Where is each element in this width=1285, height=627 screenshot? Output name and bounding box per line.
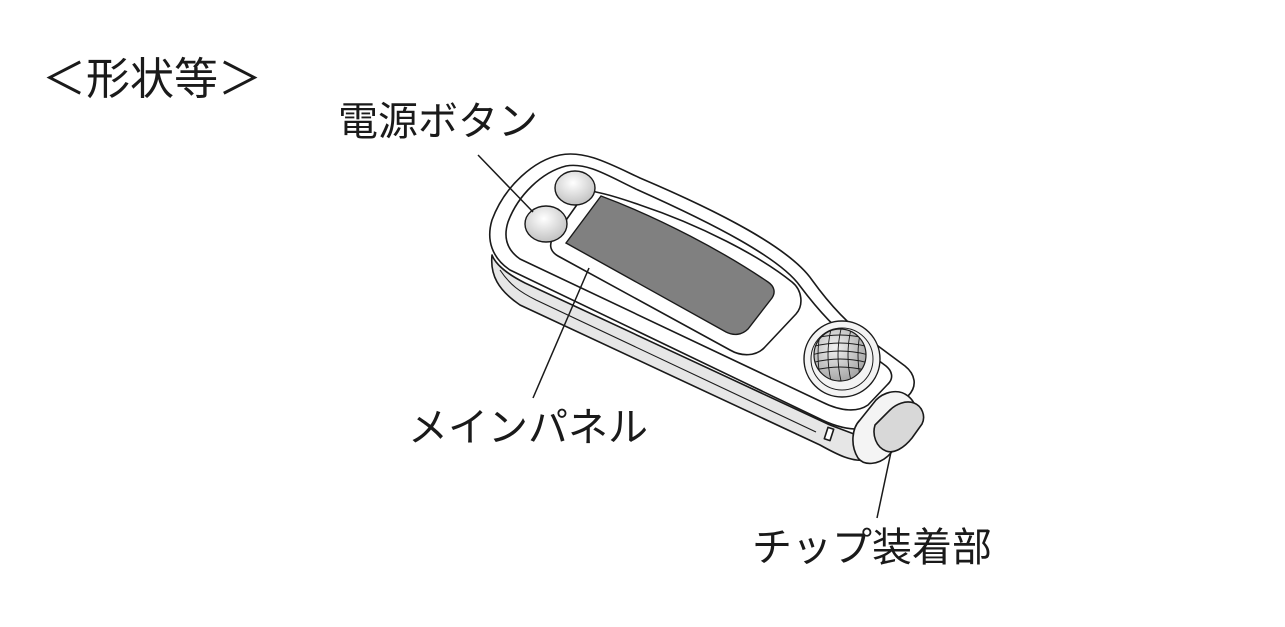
secondary-button-icon bbox=[554, 170, 596, 206]
display-screen bbox=[564, 195, 775, 336]
section-title: ＜形状等＞ bbox=[42, 54, 262, 105]
main-panel-callout: メインパネル bbox=[408, 405, 648, 451]
main-panel-leader bbox=[532, 267, 590, 399]
power-button-leader bbox=[477, 154, 534, 213]
tip-mount-leader bbox=[876, 451, 892, 519]
tip-nose-inner bbox=[873, 401, 925, 453]
device-bezel bbox=[505, 164, 893, 411]
side-slot bbox=[823, 426, 835, 442]
sensor-dial-icon bbox=[803, 320, 881, 398]
device-side bbox=[490, 254, 871, 462]
power-button-icon bbox=[524, 205, 568, 243]
tip-mount-callout: チップ装着部 bbox=[752, 525, 992, 571]
power-button-callout: 電源ボタン bbox=[338, 99, 538, 145]
